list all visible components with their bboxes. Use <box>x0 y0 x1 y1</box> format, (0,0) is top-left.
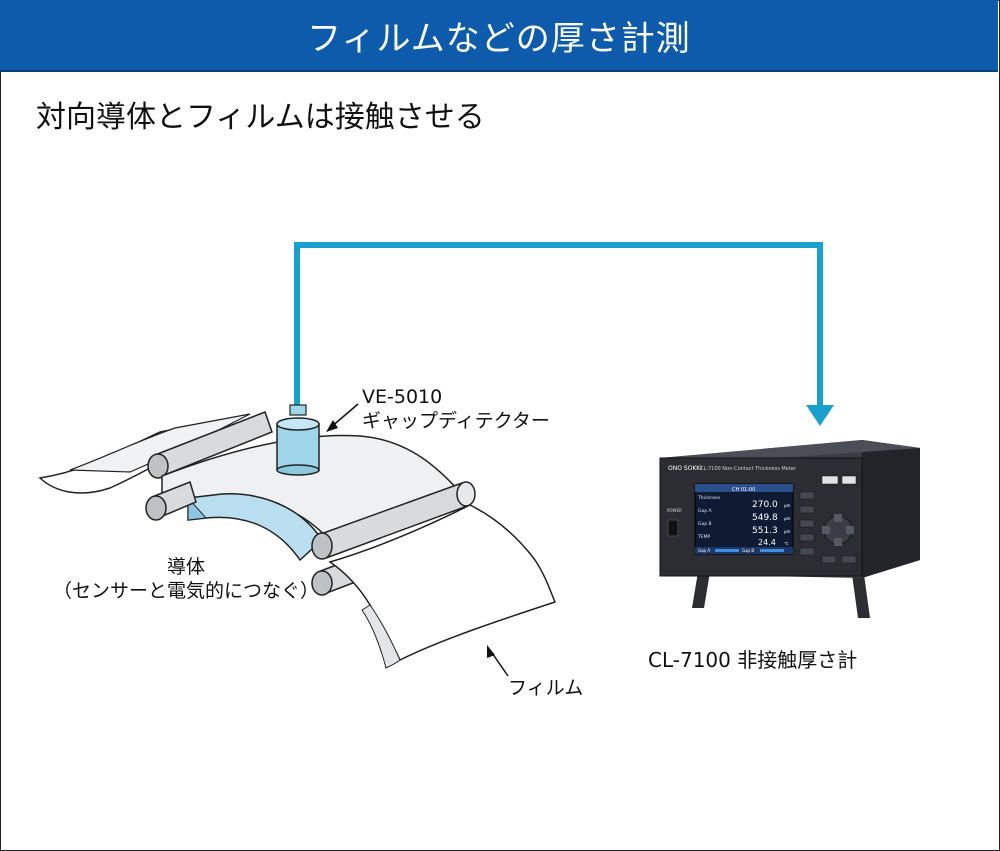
conductor-title: 導体 <box>166 556 205 578</box>
screen-header: CH 01:00 <box>732 487 755 493</box>
title-banner: フィルムなどの厚さ計測 <box>0 0 998 72</box>
svg-text:270.0: 270.0 <box>752 500 778 510</box>
device-screen <box>694 483 794 555</box>
gap-detector-sensor <box>276 404 320 476</box>
svg-text:TEMP: TEMP <box>697 534 710 540</box>
svg-text:Thickness: Thickness <box>697 495 721 501</box>
film-label: フィルム <box>508 677 584 699</box>
screen-row: Thickness 270.0 μm <box>697 495 791 510</box>
page-title: フィルムなどの厚さ計測 <box>307 18 691 59</box>
svg-text:℃: ℃ <box>784 541 789 546</box>
roller-rear-top <box>147 411 273 479</box>
roller-rear-bottom <box>145 481 197 521</box>
screen-footer-b: Gap B <box>742 548 754 553</box>
screen-row: TEMP 24.4 ℃ <box>697 534 789 547</box>
screen-footer-a: Gap A <box>698 548 710 553</box>
power-label: POWER <box>667 508 682 513</box>
brand-logo: ONO SOKKI <box>668 465 702 472</box>
svg-text:Gap A: Gap A <box>698 508 713 514</box>
conductor-label: 導体 （センサーと電気的につなぐ） <box>36 555 336 603</box>
svg-text:μm: μm <box>784 503 791 508</box>
device-caption: CL-7100 Non-Contact Thickness Meter <box>700 466 797 472</box>
subtitle: 対向導体とフィルムは接触させる <box>36 100 485 135</box>
meter-label: CL-7100 非接触厚さ計 <box>648 648 858 672</box>
signal-cable <box>294 242 823 412</box>
pointer-arrow-icon <box>487 645 509 677</box>
sensor-label: VE-5010 ギャップディテクター <box>362 385 550 433</box>
thickness-meter-device: ONO SOKKI CL-7100 Non-Contact Thickness … <box>659 440 920 618</box>
sensor-model: VE-5010 <box>362 386 443 408</box>
svg-text:549.8: 549.8 <box>752 513 778 523</box>
sensor-name: ギャップディテクター <box>362 410 550 432</box>
screen-row: Gap B 551.3 μm <box>698 521 791 536</box>
svg-text:μm: μm <box>784 529 791 534</box>
film-downstream-fold <box>361 604 401 669</box>
svg-text:24.4: 24.4 <box>758 538 776 547</box>
arrow-down-icon <box>806 405 834 426</box>
pointer-arrow-icon <box>326 403 359 432</box>
svg-text:Gap B: Gap B <box>698 521 712 527</box>
screen-row: Gap A 549.8 μm <box>698 508 791 523</box>
svg-text:μm: μm <box>784 516 791 521</box>
svg-text:551.3: 551.3 <box>752 526 778 536</box>
conductor-note: （センサーと電気的につなぐ） <box>52 580 319 602</box>
power-switch <box>667 519 679 537</box>
